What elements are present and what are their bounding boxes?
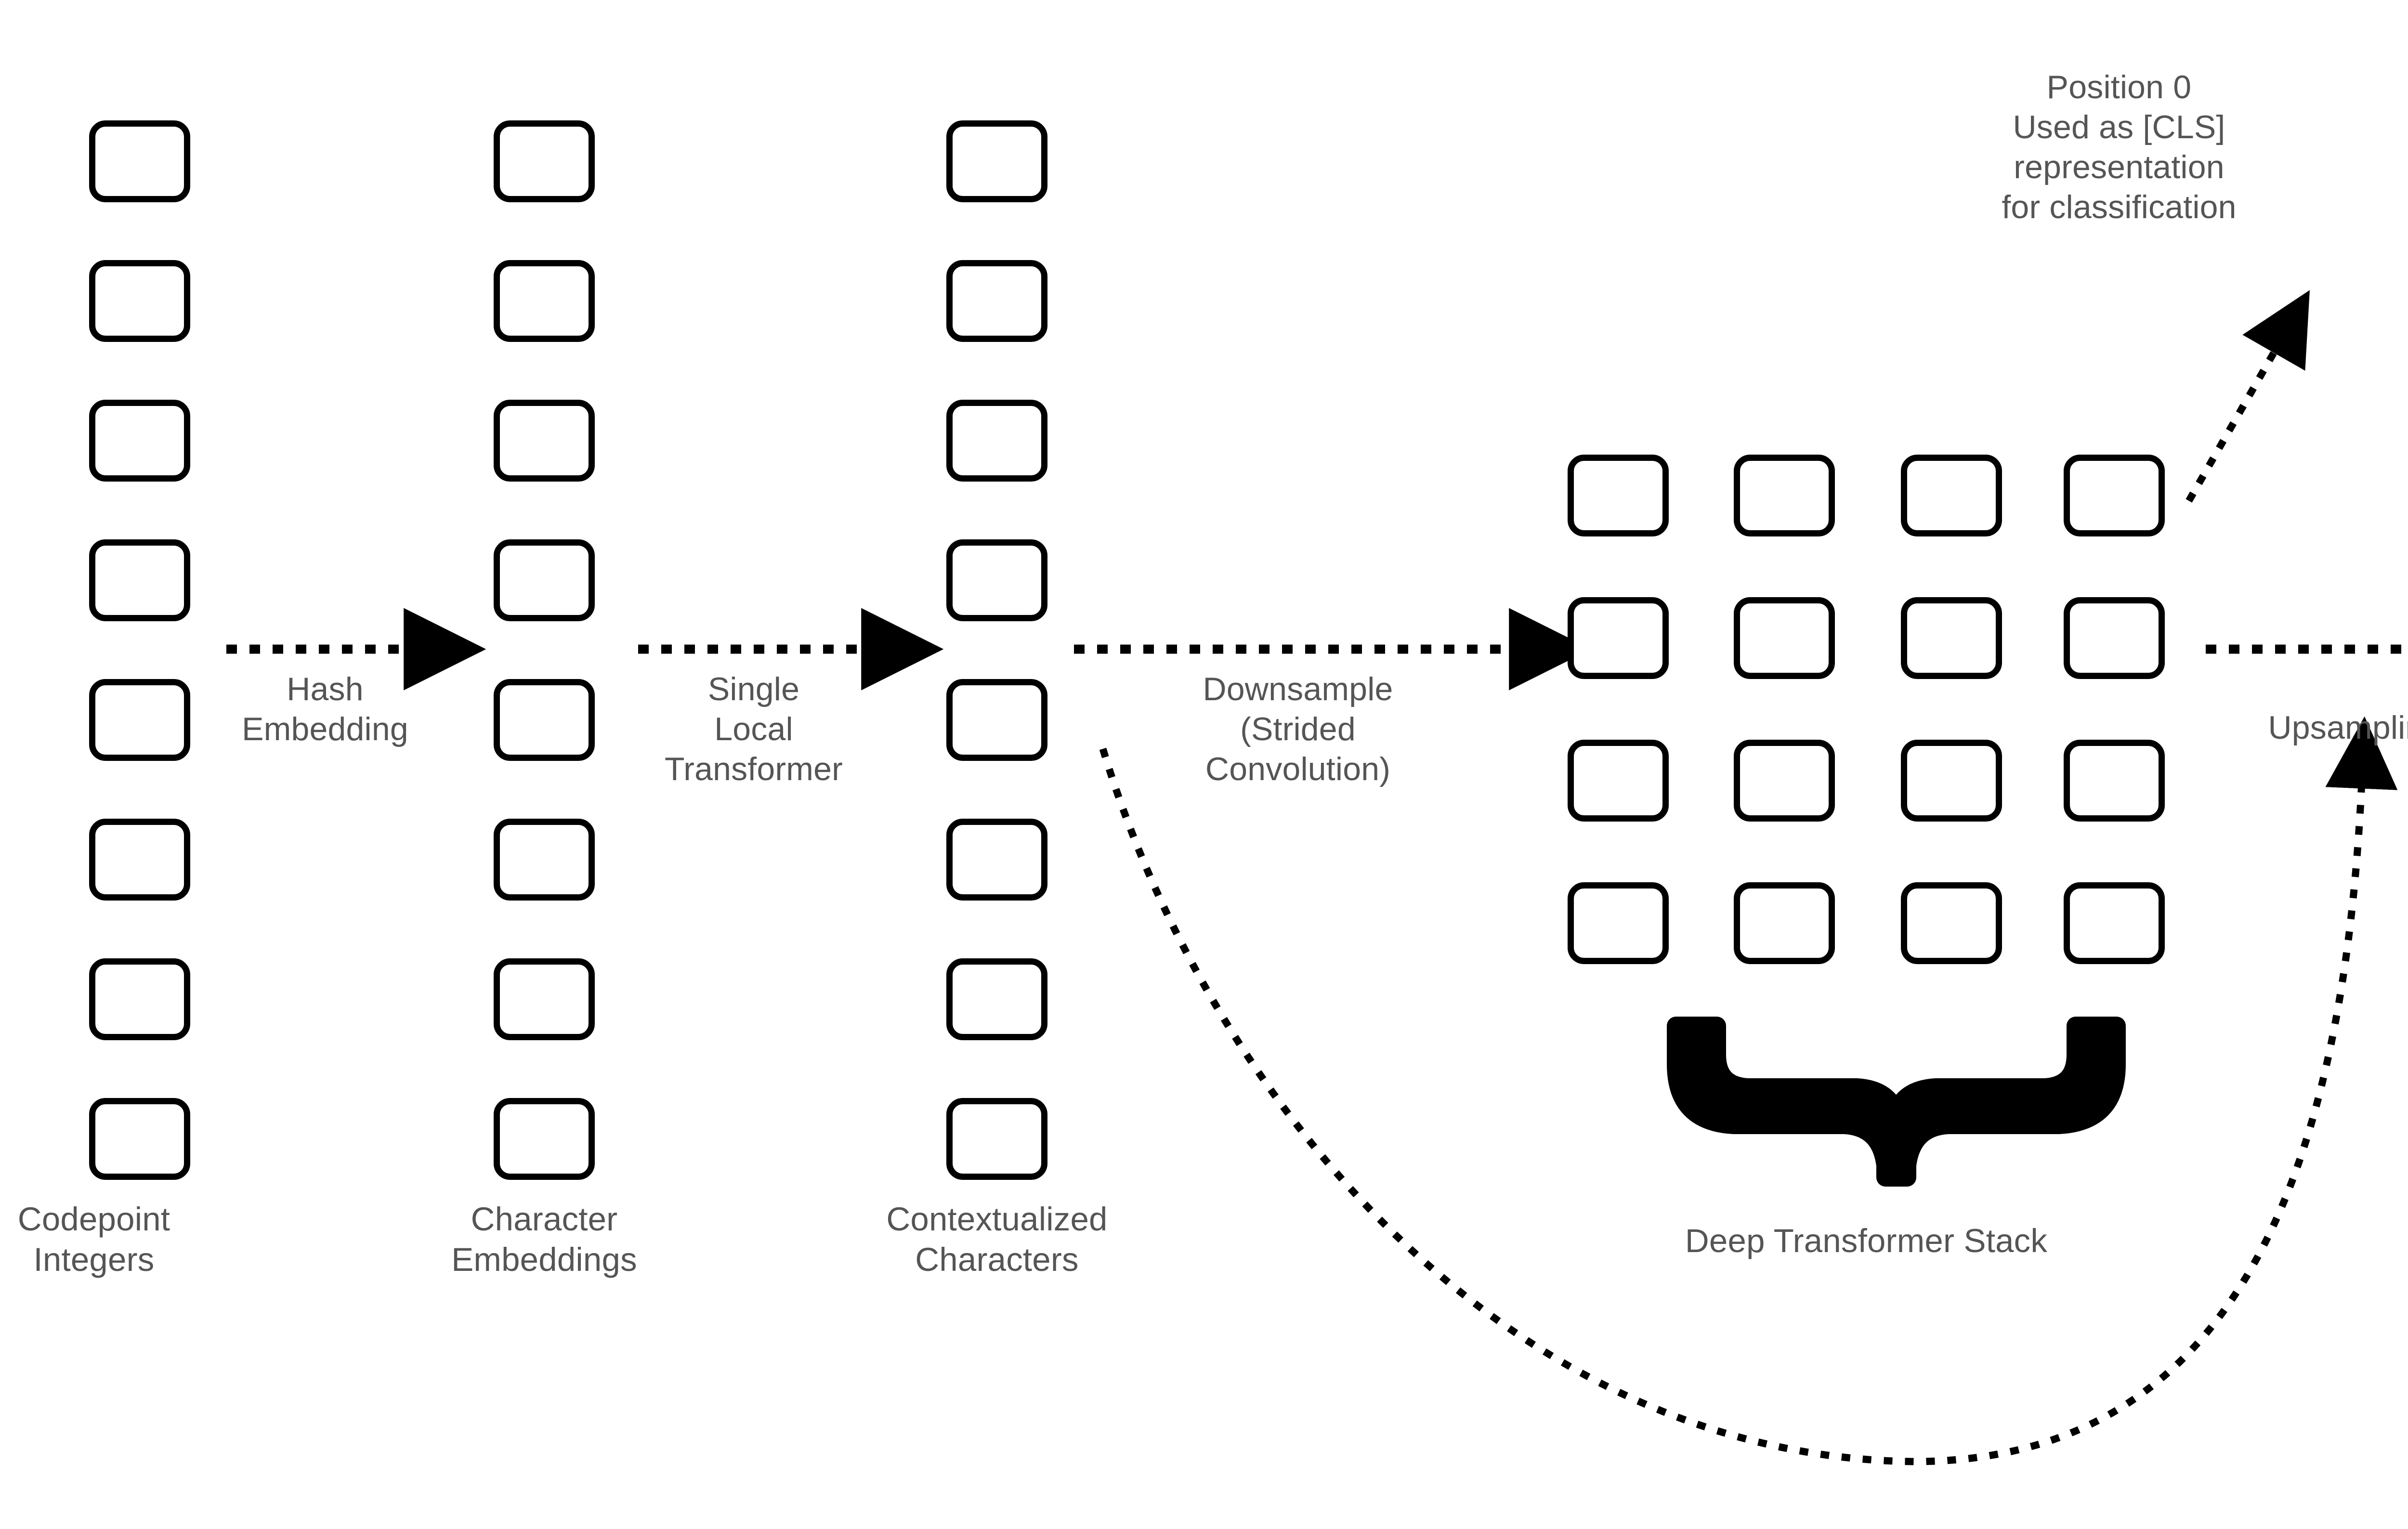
cell	[946, 400, 1047, 482]
cell	[494, 819, 595, 901]
cell	[89, 819, 190, 901]
cell	[1901, 882, 2002, 964]
arrow-cls-callout	[2186, 290, 2310, 503]
cell	[494, 539, 595, 621]
cell	[2064, 882, 2165, 964]
arrow-label-single-local-transformer: Single Local Transformer	[665, 671, 843, 787]
cell	[1568, 740, 1669, 822]
cell	[89, 1098, 190, 1180]
cell	[946, 539, 1047, 621]
cell	[1901, 455, 2002, 536]
column-label-contextualized-characters: Contextualized Characters	[886, 1201, 1108, 1279]
cell	[494, 120, 595, 202]
arrow-residual-skip	[1099, 716, 2398, 1465]
cell	[494, 400, 595, 482]
cell	[946, 120, 1047, 202]
cell	[89, 260, 190, 342]
cell	[2064, 597, 2165, 679]
column-label-deep-transformer-stack: Deep Transformer Stack	[1685, 1222, 2048, 1259]
cell	[494, 1098, 595, 1180]
cell	[89, 539, 190, 621]
cell	[89, 958, 190, 1040]
cell	[89, 120, 190, 202]
cell	[946, 1098, 1047, 1180]
cell	[1901, 740, 2002, 822]
cell	[1568, 597, 1669, 679]
column-label-codepoint-integers: Codepoint Integers	[17, 1201, 170, 1279]
cell	[2064, 740, 2165, 822]
arrow-label-upsampling: Upsampling	[2268, 709, 2408, 746]
arrow-label-hash-embedding: Hash Embedding	[242, 671, 408, 747]
annotation-cls-note: Position 0 Used as [CLS] representation …	[2002, 69, 2237, 225]
cell	[89, 400, 190, 482]
cell	[494, 260, 595, 342]
cell	[1901, 597, 2002, 679]
cell	[1734, 455, 1835, 536]
cell	[2064, 455, 2165, 536]
cell	[1568, 882, 1669, 964]
cell	[89, 679, 190, 761]
transformer-stack-brace	[1667, 1017, 2126, 1187]
cell	[1734, 740, 1835, 822]
cell	[946, 260, 1047, 342]
column-label-character-embeddings: Character Embeddings	[451, 1201, 637, 1279]
cell	[494, 958, 595, 1040]
cell	[1734, 882, 1835, 964]
cell	[1568, 455, 1669, 536]
cell	[946, 958, 1047, 1040]
cell	[946, 679, 1047, 761]
arrow-label-downsample: Downsample (Strided Convolution)	[1203, 671, 1393, 787]
cell	[946, 819, 1047, 901]
cell	[1734, 597, 1835, 679]
cell	[494, 679, 595, 761]
